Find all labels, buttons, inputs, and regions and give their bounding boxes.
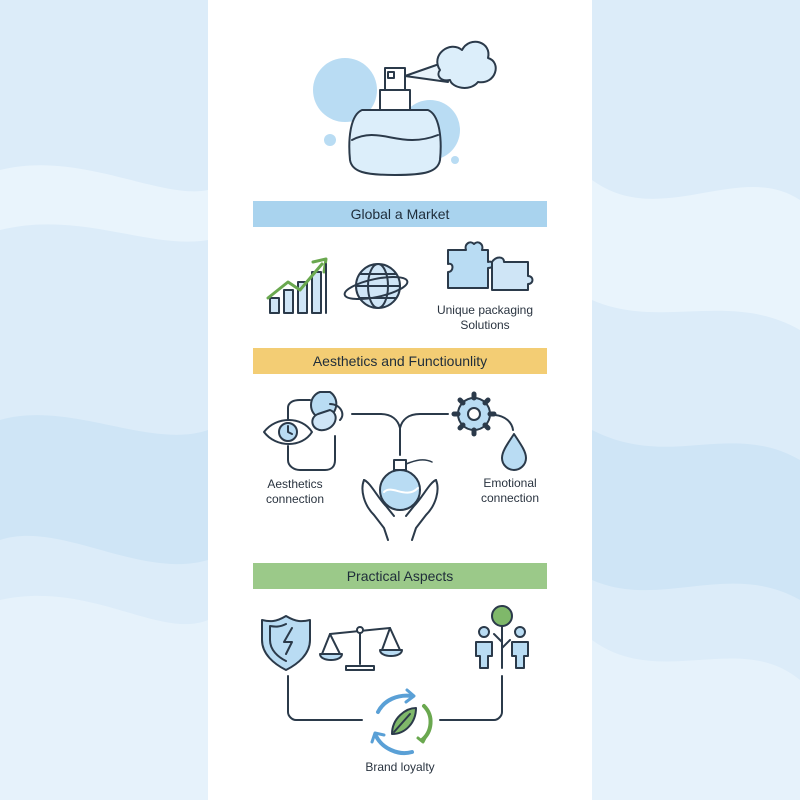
packaging-label-line2: Solutions [460,318,510,332]
water-drop-icon [501,433,527,471]
aesthetics-label-line1: Aesthetics [267,477,323,491]
aesthetics-connection-label: Aesthetics connection [245,477,345,507]
emotional-connection-label: Emotional connection [460,476,560,506]
brand-loyalty-text: Brand loyalty [365,760,435,774]
perfume-bottle-icon [313,58,460,176]
shield-icon [261,615,311,671]
aesthetics-label-line2: connection [265,492,325,506]
section-banner-aesthetics: Aesthetics and Functiounlity [253,348,547,374]
brand-loyalty-label: Brand loyalty [350,760,450,775]
packaging-label: Unique packaging Solutions [425,303,545,333]
puzzle-icon [447,241,534,291]
section-banner-global-market: Global a Market [253,201,547,227]
recycle-leaf-icon [370,688,433,755]
packaging-label-line1: Unique packaging [436,303,534,317]
growth-chart-icon [266,257,328,314]
balance-scale-icon [319,626,403,671]
globe-icon [343,263,409,309]
hands-holding-bottle-icon [361,459,439,541]
section-banner-practical: Practical Aspects [253,563,547,589]
gear-icon [451,391,497,437]
people-tree-icon [475,605,529,669]
petal-icon [310,391,344,432]
emotional-label-line2: connection [480,491,540,505]
connector-lines [287,399,514,471]
eye-icon [263,419,313,445]
emotional-label-line1: Emotional [483,476,537,490]
practical-connector-lines [287,675,503,721]
spray-cloud-icon [404,40,497,89]
